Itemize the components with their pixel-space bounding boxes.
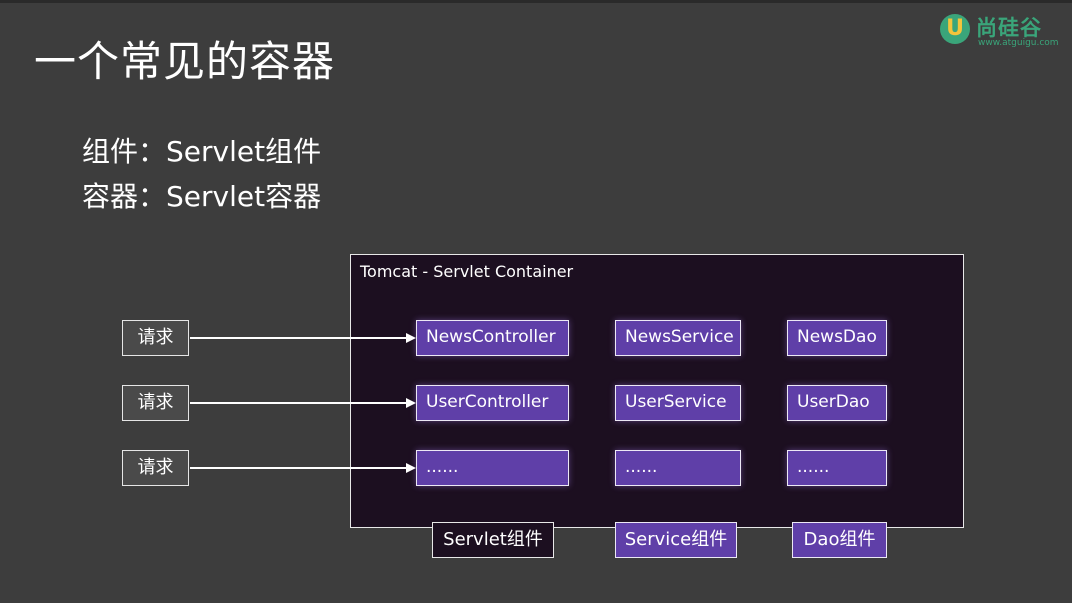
- user-service-box: UserService: [615, 385, 741, 421]
- component-definition: 组件：Servlet组件: [82, 135, 322, 168]
- logo-url: www.atguigu.com: [978, 38, 1059, 48]
- request-box-1: 请求: [122, 320, 189, 356]
- logo-mark-icon: U: [940, 14, 970, 44]
- service-component-label: Service组件: [615, 522, 737, 558]
- dao-component-label: Dao组件: [792, 522, 887, 558]
- user-dao-box: UserDao: [787, 385, 887, 421]
- more-controller-box: ......: [416, 450, 569, 486]
- servlet-component-label: Servlet组件: [432, 522, 554, 558]
- request-box-2: 请求: [122, 385, 189, 421]
- container-definition: 容器：Servlet容器: [82, 180, 322, 213]
- user-controller-box: UserController: [416, 385, 569, 421]
- request-box-3: 请求: [122, 450, 189, 486]
- logo-name: 尚硅谷: [976, 16, 1042, 40]
- slide-title: 一个常见的容器: [34, 37, 336, 86]
- container-label: Tomcat - Servlet Container: [360, 262, 574, 281]
- brand-logo: U 尚硅谷 www.atguigu.com: [940, 12, 1066, 48]
- news-dao-box: NewsDao: [787, 320, 887, 356]
- top-bar: [0, 0, 1072, 3]
- more-service-box: ......: [615, 450, 741, 486]
- news-service-box: NewsService: [615, 320, 741, 356]
- news-controller-box: NewsController: [416, 320, 569, 356]
- more-dao-box: ......: [787, 450, 887, 486]
